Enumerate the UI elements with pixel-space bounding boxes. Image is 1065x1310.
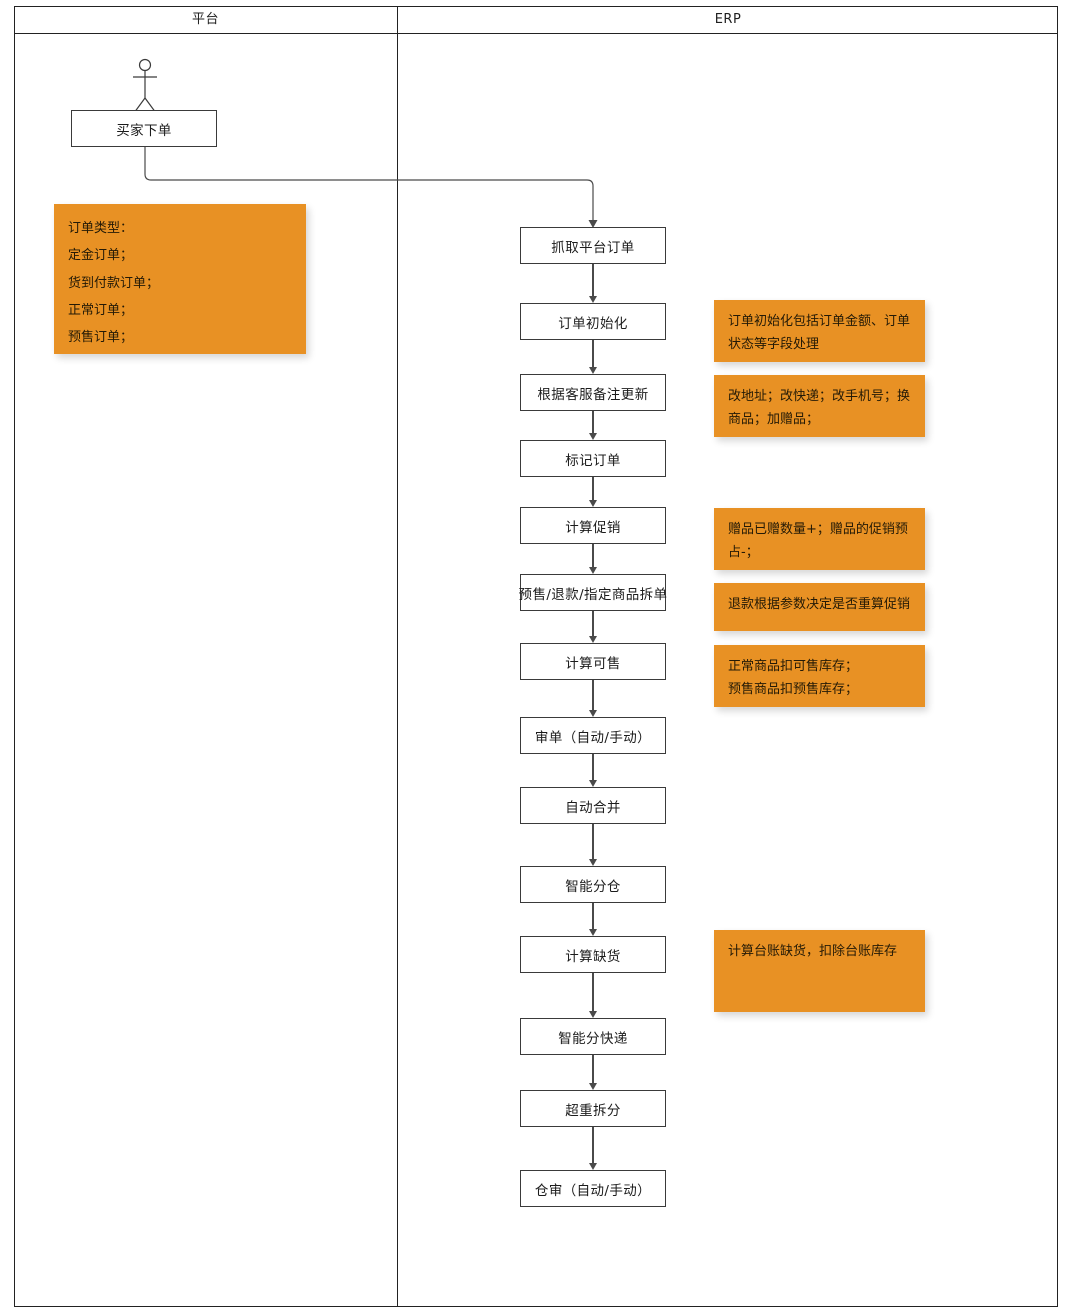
arrowhead-icon: [588, 710, 597, 717]
note-line: 正常订单；: [68, 302, 134, 318]
node-erp-step-3[interactable]: 根据客服备注更新: [520, 374, 666, 411]
note-line: 订单初始化包括订单金额、订单: [728, 314, 911, 329]
note-line: 预售商品扣预售库存；: [728, 681, 859, 697]
lane-title-platform: 平台: [191, 12, 219, 27]
note-order-init: 订单初始化包括订单金额、订单状态等字段处理: [714, 300, 925, 362]
lane-title-erp: ERP: [714, 12, 742, 27]
note-order-types: 订单类型： 定金订单； 货到付款订单； 正常订单； 预售订单；: [54, 204, 306, 354]
node-erp-step-12[interactable]: 智能分快递: [520, 1018, 666, 1055]
connector-step-9-to-10: [592, 824, 594, 859]
swimlane-divider: [397, 6, 398, 1307]
note-available-stock: 正常商品扣可售库存； 预售商品扣预售库存；: [714, 645, 925, 707]
note-line: 订单类型：: [68, 221, 134, 236]
arrowhead-icon: [588, 1011, 597, 1018]
arrowhead-icon: [588, 1163, 597, 1170]
node-erp-step-10[interactable]: 智能分仓: [520, 866, 666, 903]
connector-step-6-to-7: [592, 611, 594, 636]
note-line: 计算台账缺货，扣除台账库存: [728, 944, 898, 959]
node-erp-step-7[interactable]: 计算可售: [520, 643, 666, 680]
note-line: 赠品已赠数量+；赠品的促销预: [728, 522, 908, 537]
connector-step-4-to-5: [592, 477, 594, 500]
connector-step-10-to-11: [592, 903, 594, 929]
arrowhead-icon: [588, 636, 597, 643]
actor-stick-figure-icon: [133, 58, 157, 113]
note-cs-remark-update: 改地址；改快递；改手机号；换商品；加赠品；: [714, 375, 925, 437]
note-refund-recalc: 退款根据参数决定是否重算促销: [714, 583, 925, 631]
arrowhead-icon: [588, 929, 597, 936]
node-erp-step-11[interactable]: 计算缺货: [520, 936, 666, 973]
arrowhead-icon: [588, 500, 597, 507]
note-line: 预售订单；: [68, 330, 134, 346]
note-line: 改地址；改快递；改手机号；换: [728, 389, 911, 404]
arrowhead-icon: [588, 367, 597, 374]
note-line: 定金订单；: [68, 248, 134, 264]
node-buyer-place-order[interactable]: 买家下单: [71, 110, 217, 147]
connector-step-12-to-13: [592, 1055, 594, 1083]
node-erp-step-5[interactable]: 计算促销: [520, 507, 666, 544]
connector-step-13-to-14: [592, 1127, 594, 1163]
note-line: 正常商品扣可售库存；: [728, 659, 859, 674]
node-erp-step-2[interactable]: 订单初始化: [520, 303, 666, 340]
note-line: 占-；: [728, 544, 759, 560]
node-erp-step-14[interactable]: 仓审（自动/手动）: [520, 1170, 666, 1207]
node-erp-step-1[interactable]: 抓取平台订单: [520, 227, 666, 264]
note-line: 货到付款订单；: [68, 275, 160, 291]
note-ledger-shortage: 计算台账缺货，扣除台账库存: [714, 930, 925, 1012]
node-erp-step-6[interactable]: 预售/退款/指定商品拆单: [519, 574, 667, 611]
arrowhead-icon: [588, 780, 597, 787]
note-line: 退款根据参数决定是否重算促销: [728, 597, 911, 612]
node-erp-step-4[interactable]: 标记订单: [520, 440, 666, 477]
connector-step-5-to-6: [592, 544, 594, 567]
connector-step-3-to-4: [592, 411, 594, 433]
connector-step-1-to-2: [592, 264, 594, 296]
connector-step-8-to-9: [592, 754, 594, 780]
note-line: 商品；加赠品；: [728, 411, 820, 427]
connector-step-2-to-3: [592, 340, 594, 367]
node-erp-step-8[interactable]: 审单（自动/手动）: [520, 717, 666, 754]
swimlane-header-row: [14, 6, 1058, 34]
node-erp-step-13[interactable]: 超重拆分: [520, 1090, 666, 1127]
arrowhead-icon: [588, 567, 597, 574]
arrowhead-icon: [588, 859, 597, 866]
node-erp-step-9[interactable]: 自动合并: [520, 787, 666, 824]
note-promotion: 赠品已赠数量+；赠品的促销预占-；: [714, 508, 925, 570]
arrowhead-icon: [588, 296, 597, 303]
arrowhead-icon: [588, 433, 597, 440]
connector-step-11-to-12: [592, 973, 594, 1011]
note-line: 状态等字段处理: [728, 336, 820, 352]
connector-step-7-to-8: [592, 680, 594, 710]
swimlane-frame: [14, 6, 1058, 1307]
arrowhead-icon: [588, 1083, 597, 1090]
